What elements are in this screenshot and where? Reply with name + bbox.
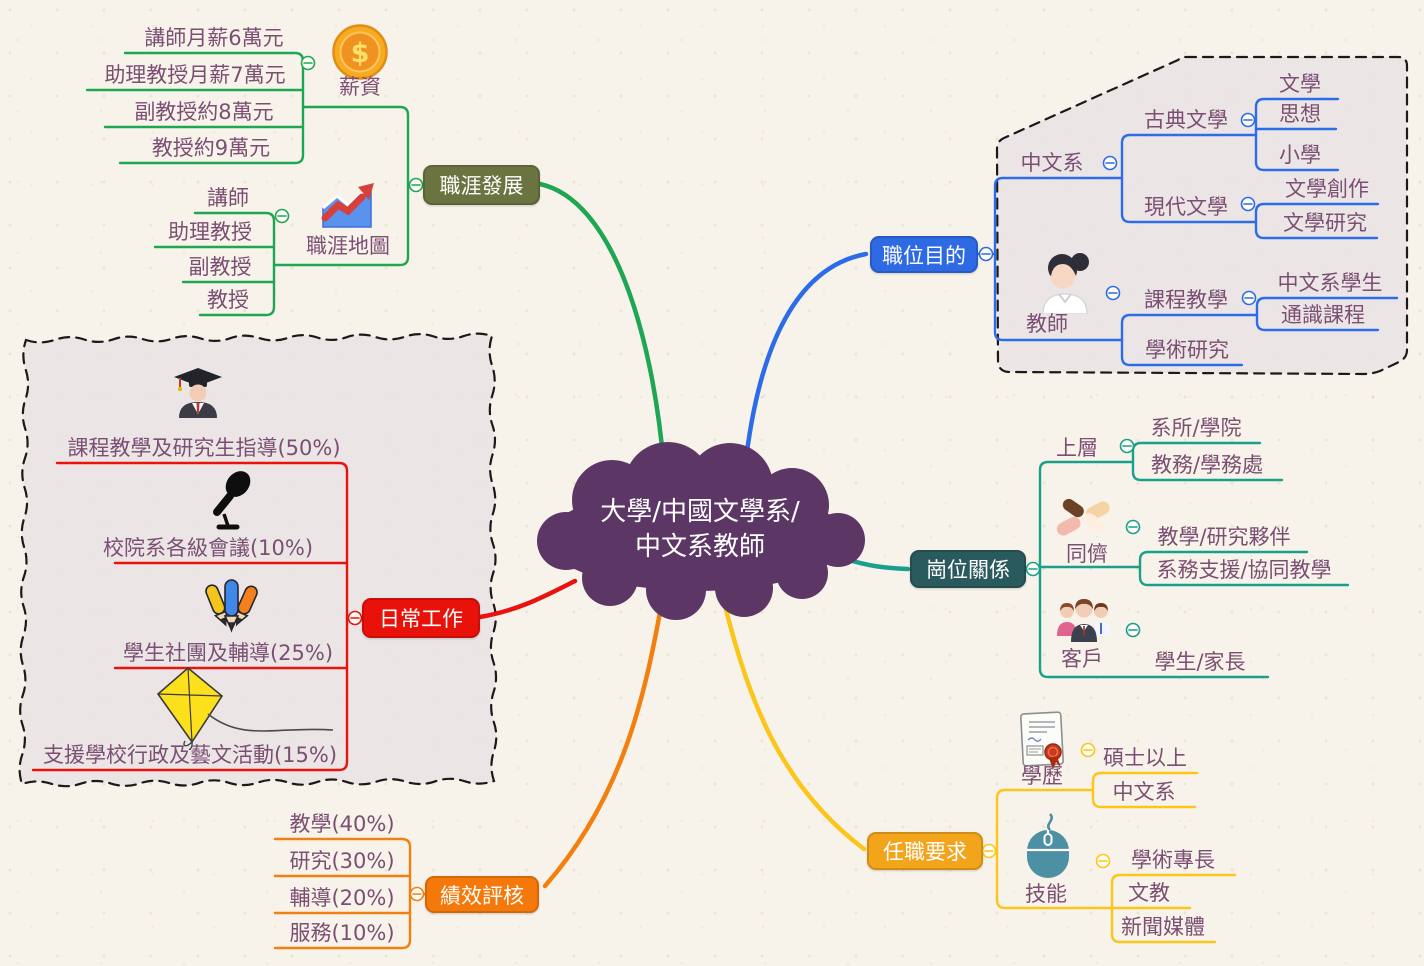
- topic-career-level[interactable]: 講師: [207, 186, 249, 210]
- topic-classical-lit[interactable]: 古典文學: [1144, 108, 1228, 132]
- kite-icon[interactable]: [148, 666, 338, 750]
- people-icon[interactable]: [1055, 594, 1113, 646]
- topic-performance-item[interactable]: 研究(30%): [289, 849, 395, 873]
- topic-classical-item[interactable]: 思想: [1279, 102, 1321, 126]
- crayons-icon[interactable]: [202, 576, 260, 634]
- topic-upper-item[interactable]: 教務/學務處: [1150, 453, 1264, 477]
- center-topic-cloud[interactable]: [537, 442, 865, 620]
- collapse-handle[interactable]: [1105, 285, 1121, 301]
- branch-performance-review[interactable]: 績效評核: [425, 876, 539, 913]
- trend-chart-icon[interactable]: [318, 178, 376, 230]
- central-topic[interactable]: 大學/中國文學系/ 中文系教師: [600, 495, 800, 565]
- topic-education-item[interactable]: 中文系: [1112, 780, 1176, 804]
- teacher-icon[interactable]: [1035, 250, 1095, 314]
- topic-modern-item[interactable]: 文學創作: [1285, 177, 1369, 201]
- collapse-handle[interactable]: [1240, 196, 1256, 212]
- requirements-branch-lines: [719, 591, 1237, 944]
- svg-text:$: $: [351, 38, 370, 69]
- topic-classical-item[interactable]: 文學: [1279, 72, 1321, 96]
- topic-salary-item[interactable]: 副教授約8萬元: [134, 100, 274, 124]
- handshake-icon[interactable]: [1052, 486, 1114, 546]
- topic-salary-item[interactable]: 講師月薪6萬元: [144, 26, 284, 50]
- graduate-icon[interactable]: [172, 366, 224, 418]
- mouse-icon[interactable]: [1022, 812, 1074, 880]
- collapse-handle[interactable]: [1241, 290, 1257, 306]
- branch-job-purpose[interactable]: 職位目的: [870, 236, 978, 273]
- topic-daily-item[interactable]: 校院系各級會議(10%): [102, 536, 314, 560]
- topic-course-teaching[interactable]: 課程教學: [1144, 288, 1228, 312]
- topic-career-map[interactable]: 職涯地圖: [306, 234, 390, 258]
- collapse-handle[interactable]: [409, 886, 425, 902]
- collapse-handle[interactable]: [1095, 853, 1111, 869]
- topic-modern-lit[interactable]: 現代文學: [1144, 195, 1228, 219]
- topic-skills-item[interactable]: 新聞媒體: [1121, 915, 1205, 939]
- collapse-handle[interactable]: [978, 246, 994, 262]
- topic-education-item[interactable]: 碩士以上: [1103, 746, 1187, 770]
- collapse-handle[interactable]: [1025, 561, 1041, 577]
- certificate-icon[interactable]: [1017, 710, 1069, 772]
- collapse-handle[interactable]: [1125, 622, 1141, 638]
- topic-salary-item[interactable]: 教授約9萬元: [151, 136, 271, 160]
- topic-career-level[interactable]: 教授: [207, 288, 249, 312]
- collapse-handle[interactable]: [300, 55, 316, 71]
- coin-icon[interactable]: $: [331, 23, 389, 81]
- topic-classical-item[interactable]: 小學: [1279, 143, 1321, 167]
- topic-education[interactable]: 學歷: [1021, 764, 1063, 788]
- collapse-handle[interactable]: [347, 610, 363, 626]
- topic-peers-item[interactable]: 教學/研究夥伴: [1157, 525, 1291, 549]
- topic-teacher[interactable]: 教師: [1026, 312, 1068, 336]
- career-branch-lines: [85, 51, 667, 470]
- topic-academic-research[interactable]: 學術研究: [1145, 338, 1229, 362]
- topic-teaching-item[interactable]: 中文系學生: [1277, 271, 1383, 295]
- topic-peers-item[interactable]: 系務支援/協同教學: [1156, 558, 1332, 582]
- collapse-handle[interactable]: [981, 843, 997, 859]
- topic-skills-item[interactable]: 學術專長: [1131, 848, 1215, 872]
- collapse-handle[interactable]: [1080, 742, 1096, 758]
- central-topic-line2: 中文系教師: [634, 532, 765, 562]
- topic-skills[interactable]: 技能: [1025, 882, 1067, 906]
- collapse-handle[interactable]: [1125, 519, 1141, 535]
- branch-daily-work[interactable]: 日常工作: [362, 598, 480, 638]
- topic-career-level[interactable]: 助理教授: [168, 220, 252, 244]
- collapse-handle[interactable]: [274, 208, 290, 224]
- topic-skills-item[interactable]: 文教: [1128, 881, 1170, 905]
- topic-salary[interactable]: 薪資: [339, 75, 381, 99]
- daily-branch-lines: [31, 461, 578, 772]
- branch-position-relations[interactable]: 崗位關係: [910, 550, 1026, 588]
- collapse-handle[interactable]: [408, 177, 424, 193]
- topic-teaching-item[interactable]: 通識課程: [1281, 303, 1365, 327]
- topic-performance-item[interactable]: 輔導(20%): [289, 886, 395, 910]
- topic-salary-item[interactable]: 助理教授月薪7萬元: [104, 63, 286, 87]
- topic-daily-item[interactable]: 課程教學及研究生指導(50%): [67, 436, 341, 460]
- topic-performance-item[interactable]: 服務(10%): [289, 921, 395, 945]
- collapse-handle[interactable]: [1240, 112, 1256, 128]
- topic-chinese-dept[interactable]: 中文系: [1020, 151, 1084, 175]
- purpose-branch-lines: [742, 97, 1399, 471]
- topic-daily-item[interactable]: 支援學校行政及藝文活動(15%): [42, 743, 338, 767]
- topic-daily-item[interactable]: 學生社團及輔導(25%): [122, 641, 334, 665]
- branch-career-development[interactable]: 職涯發展: [423, 165, 540, 205]
- topic-clients-item[interactable]: 學生/家長: [1154, 650, 1246, 674]
- topic-upper-item[interactable]: 系所/學院: [1150, 416, 1242, 440]
- topic-career-level[interactable]: 副教授: [188, 255, 252, 279]
- job-purpose-boundary: [995, 55, 1409, 376]
- branch-job-requirements[interactable]: 任職要求: [867, 832, 983, 870]
- topic-performance-item[interactable]: 教學(40%): [289, 812, 395, 836]
- topic-modern-item[interactable]: 文學研究: [1283, 211, 1367, 235]
- collapse-handle[interactable]: [1119, 438, 1135, 454]
- topic-peers[interactable]: 同儕: [1066, 542, 1108, 566]
- daily-work-boundary: [18, 332, 498, 788]
- topic-clients[interactable]: 客戶: [1061, 647, 1103, 671]
- central-topic-line1: 大學/中國文學系/: [600, 497, 800, 527]
- performance-branch-lines: [273, 593, 666, 950]
- topic-upper-level[interactable]: 上層: [1056, 436, 1098, 460]
- microphone-icon[interactable]: [202, 468, 260, 536]
- collapse-handle[interactable]: [1102, 155, 1118, 171]
